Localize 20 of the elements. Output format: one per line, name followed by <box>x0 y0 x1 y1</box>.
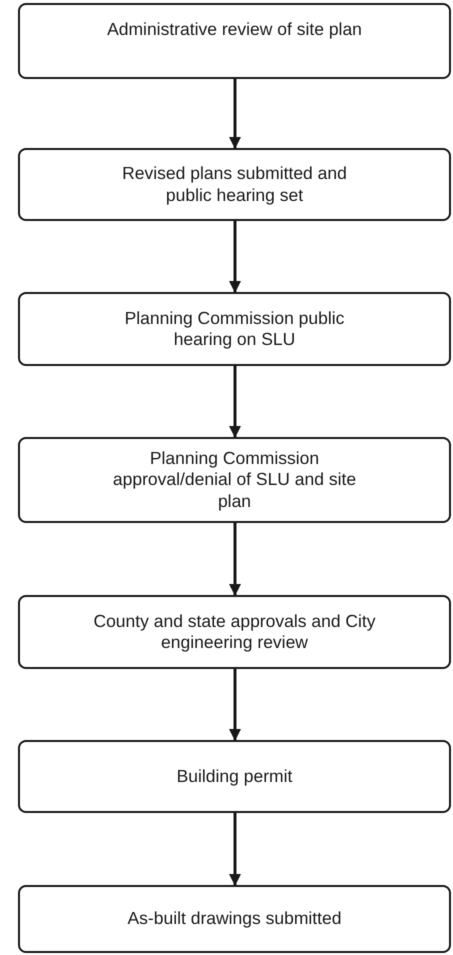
step-text: Administrative review of site plan <box>107 19 362 40</box>
arrow <box>229 669 241 741</box>
process-box <box>18 595 451 669</box>
arrow <box>229 813 241 886</box>
process-box <box>18 740 451 813</box>
step-text: Planning Commission public hearing on SLU <box>124 308 346 350</box>
arrow <box>229 221 241 293</box>
step-text: Revised plans submitted and public hearing set <box>121 163 348 206</box>
step-text: As-built drawings submitted <box>128 908 342 930</box>
arrow <box>229 366 241 438</box>
process-box <box>18 148 451 221</box>
step-text: Building permit <box>176 766 292 788</box>
process-box <box>18 3 451 79</box>
step-text: Planning Commission approval/denial of SLU and site plan <box>112 448 358 512</box>
process-box <box>18 292 451 366</box>
process-box <box>18 885 451 953</box>
step-text: County and state approvals and City engineering review <box>92 610 377 654</box>
arrow <box>229 79 241 149</box>
arrow <box>229 523 241 596</box>
process-box <box>18 437 451 523</box>
